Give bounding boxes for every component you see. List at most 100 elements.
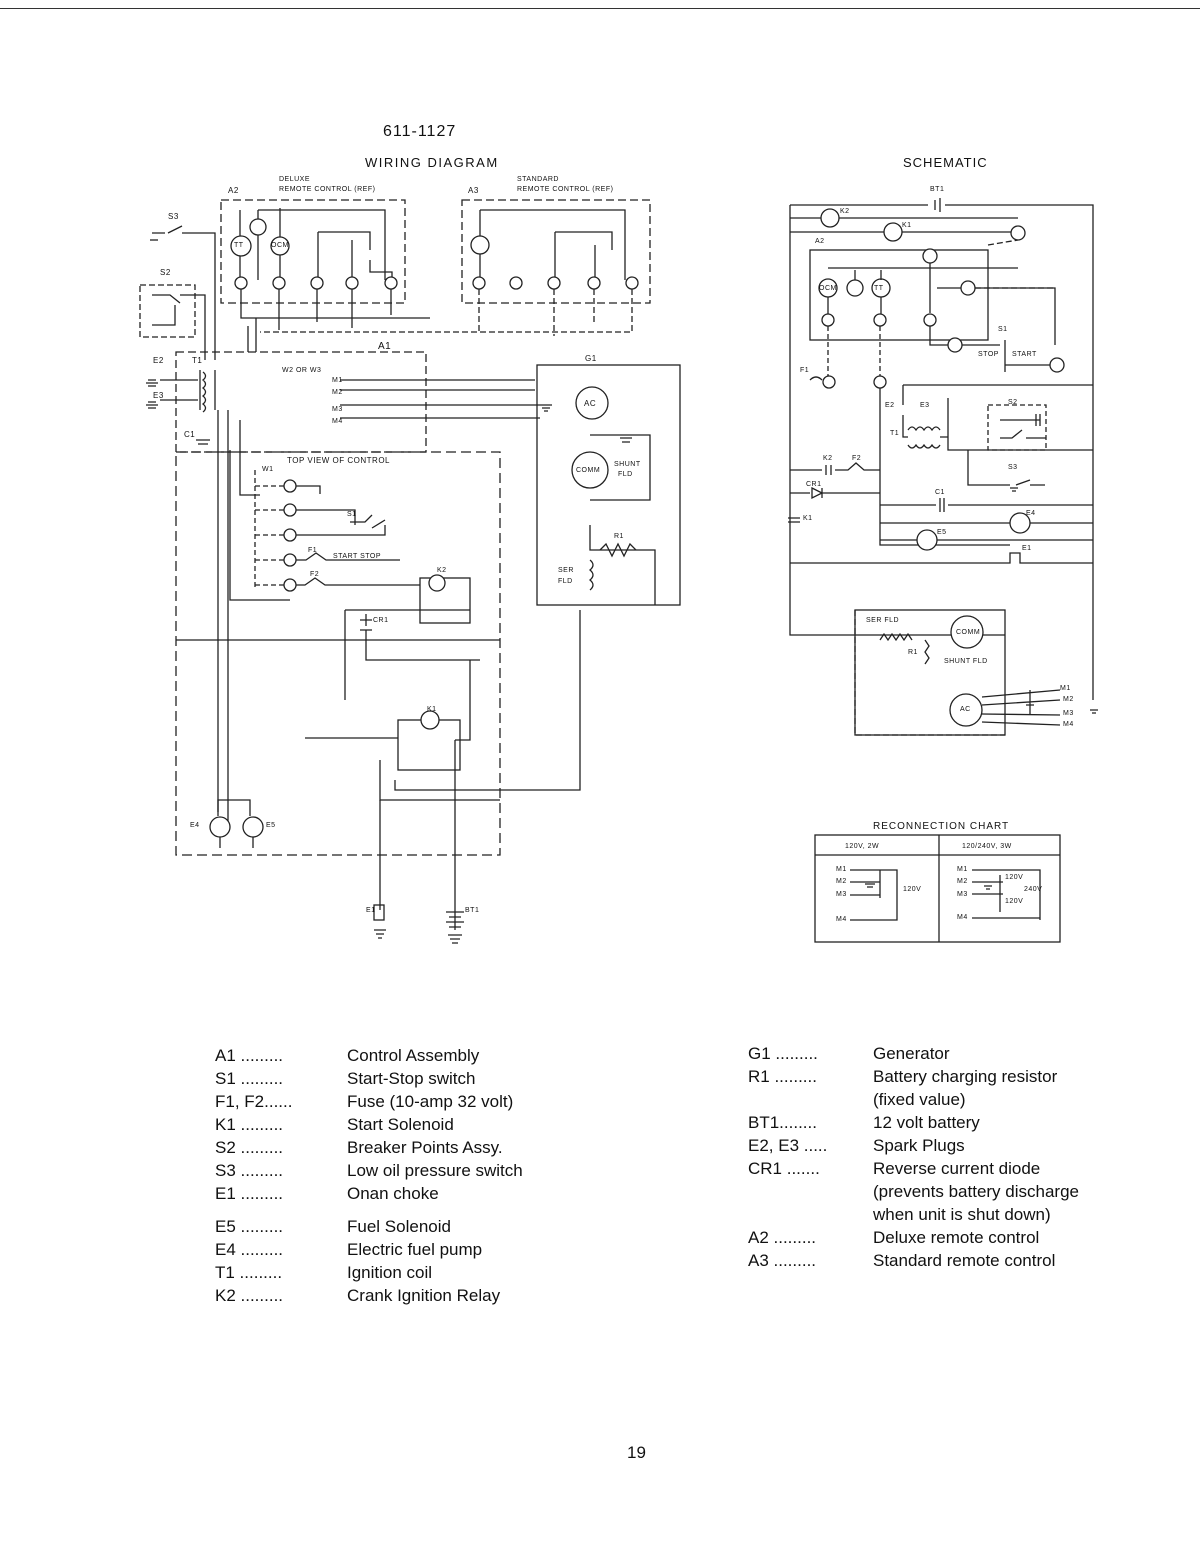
a2-remote-box [220, 199, 406, 304]
sch-stop-label: STOP [978, 351, 999, 358]
legend-row: K2 ......... Crank Ignition Relay [215, 1284, 523, 1307]
legend-row: T1 .........Ignition coil [215, 1261, 523, 1284]
sch-a2-label: A2 [815, 238, 825, 245]
k1-label: K1 [427, 706, 437, 713]
rc-120v-b: 120V [1005, 898, 1024, 905]
sch-ser-fld-label: SER FLD [866, 617, 900, 624]
sch-m3-label: M3 [1063, 710, 1074, 717]
legend-code: A1 ......... [215, 1046, 284, 1065]
a2-label: A2 [228, 186, 239, 195]
sch-s3-label: S3 [1008, 464, 1018, 471]
rc-m2-b: M2 [957, 878, 968, 885]
sch-k2b-label: K2 [823, 455, 833, 462]
legend-desc: (fixed value) [873, 1090, 966, 1109]
rc-m1-b: M1 [957, 866, 968, 873]
rc-m3-b: M3 [957, 891, 968, 898]
m4-label: M4 [332, 418, 343, 425]
e5-label: E5 [266, 822, 276, 829]
bt1-label: BT1 [465, 907, 480, 914]
e4-label: E4 [190, 822, 200, 829]
legend-row: CR1 .......Reverse current diode [748, 1157, 1079, 1180]
e2-label: E2 [153, 356, 164, 365]
sch-m2-label: M2 [1063, 696, 1074, 703]
sch-e4-label: E4 [1026, 510, 1036, 517]
sch-tt-label: TT [874, 285, 884, 292]
s2-box [139, 284, 196, 338]
sch-s1-label: S1 [998, 326, 1008, 333]
f1-label: F1 [308, 547, 318, 554]
sch-f1-label: F1 [800, 367, 810, 374]
legend-desc: Low oil pressure switch [347, 1161, 523, 1180]
standard-remote-label: REMOTE CONTROL (REF) [517, 186, 614, 193]
sch-f2-label: F2 [852, 455, 862, 462]
s2-label: S2 [160, 268, 171, 277]
sch-k1b-label: K1 [803, 515, 813, 522]
legend-row: E2, E3 .....Spark Plugs [748, 1134, 1079, 1157]
rc-m2-a: M2 [836, 878, 847, 885]
e3-label: E3 [153, 391, 164, 400]
legend-code [748, 1180, 873, 1203]
legend-desc: Spark Plugs [873, 1136, 965, 1155]
legend-desc: Electric fuel pump [347, 1240, 483, 1259]
legend-code: K2 ......... [215, 1286, 284, 1305]
s1-label: S1 [347, 511, 357, 518]
deluxe-remote-label: REMOTE CONTROL (REF) [279, 186, 376, 193]
legend-desc: when unit is shut down) [873, 1205, 1051, 1224]
legend-code: S2 ......... [215, 1138, 284, 1157]
ocm-label: OCM [271, 242, 289, 249]
legend-code: A2 ......... [748, 1228, 817, 1247]
shunt-label: SHUNT [614, 461, 641, 468]
legend-row: G1 .........Generator [748, 1042, 1079, 1065]
w2w3-label: W2 OR W3 [282, 367, 322, 374]
sch-cr1-label: CR1 [806, 481, 822, 488]
legend-code: S3 ......... [215, 1161, 284, 1180]
rc-m4-b: M4 [957, 914, 968, 921]
legend-row: A3 ......... Standard remote control [748, 1249, 1079, 1272]
sch-m1-label: M1 [1060, 685, 1071, 692]
legend-desc: Standard remote control [873, 1251, 1056, 1270]
legend-desc: Breaker Points Assy. [347, 1138, 503, 1157]
sch-t1-label: T1 [890, 430, 900, 437]
sch-e5-label: E5 [937, 529, 947, 536]
legend-code: K1 ......... [215, 1115, 284, 1134]
legend-code: E1 ......... [215, 1184, 284, 1203]
comm-label: COMM [576, 467, 601, 474]
f2-label: F2 [310, 571, 320, 578]
legend-code: E4 ......... [215, 1240, 284, 1259]
legend-code: A3 ......... [748, 1251, 817, 1270]
a1-label: A1 [378, 341, 392, 352]
legend-desc: Fuel Solenoid [347, 1217, 451, 1236]
sch-k1-label: K1 [902, 222, 912, 229]
top-view-box [175, 451, 501, 856]
c1-label: C1 [184, 430, 196, 439]
legend-code: R1 ......... [748, 1067, 817, 1086]
rc-120v-a: 120V [1005, 874, 1024, 881]
legend-row: S3 ......... Low oil pressure switch [215, 1159, 523, 1182]
legend-code [748, 1088, 873, 1111]
ac-label: AC [584, 399, 597, 408]
schematic-title: SCHEMATIC [903, 155, 988, 170]
legend-desc: Start Solenoid [347, 1115, 454, 1134]
legend-row: E4 ......... Electric fuel pump [215, 1238, 523, 1261]
rc-m4-a: M4 [836, 916, 847, 923]
legend-row: K1 ......... Start Solenoid [215, 1113, 523, 1136]
tt-label: TT [234, 242, 244, 249]
rc-m3-a: M3 [836, 891, 847, 898]
sch-s2-label: S2 [1008, 399, 1018, 406]
legend-code: E5 ......... [215, 1217, 284, 1236]
legend-desc: Crank Ignition Relay [347, 1286, 501, 1305]
m2-label: M2 [332, 389, 343, 396]
start-stop-label: START STOP [333, 553, 382, 560]
sch-shunt-fld-label: SHUNT FLD [944, 658, 988, 665]
rc-col1-header: 120V, 2W [845, 843, 880, 850]
rc-m1-a: M1 [836, 866, 847, 873]
sch-ac-label: AC [960, 706, 971, 713]
shunt-fld-label: FLD [618, 471, 633, 478]
e1-label: E1 [366, 907, 376, 914]
ser-label: SER [558, 567, 574, 574]
m3-label: M3 [332, 406, 343, 413]
legend-row: (fixed value) [748, 1088, 1079, 1111]
sch-ocm-label: OCM [819, 285, 837, 292]
legend-code: F1, F2...... [215, 1092, 293, 1111]
